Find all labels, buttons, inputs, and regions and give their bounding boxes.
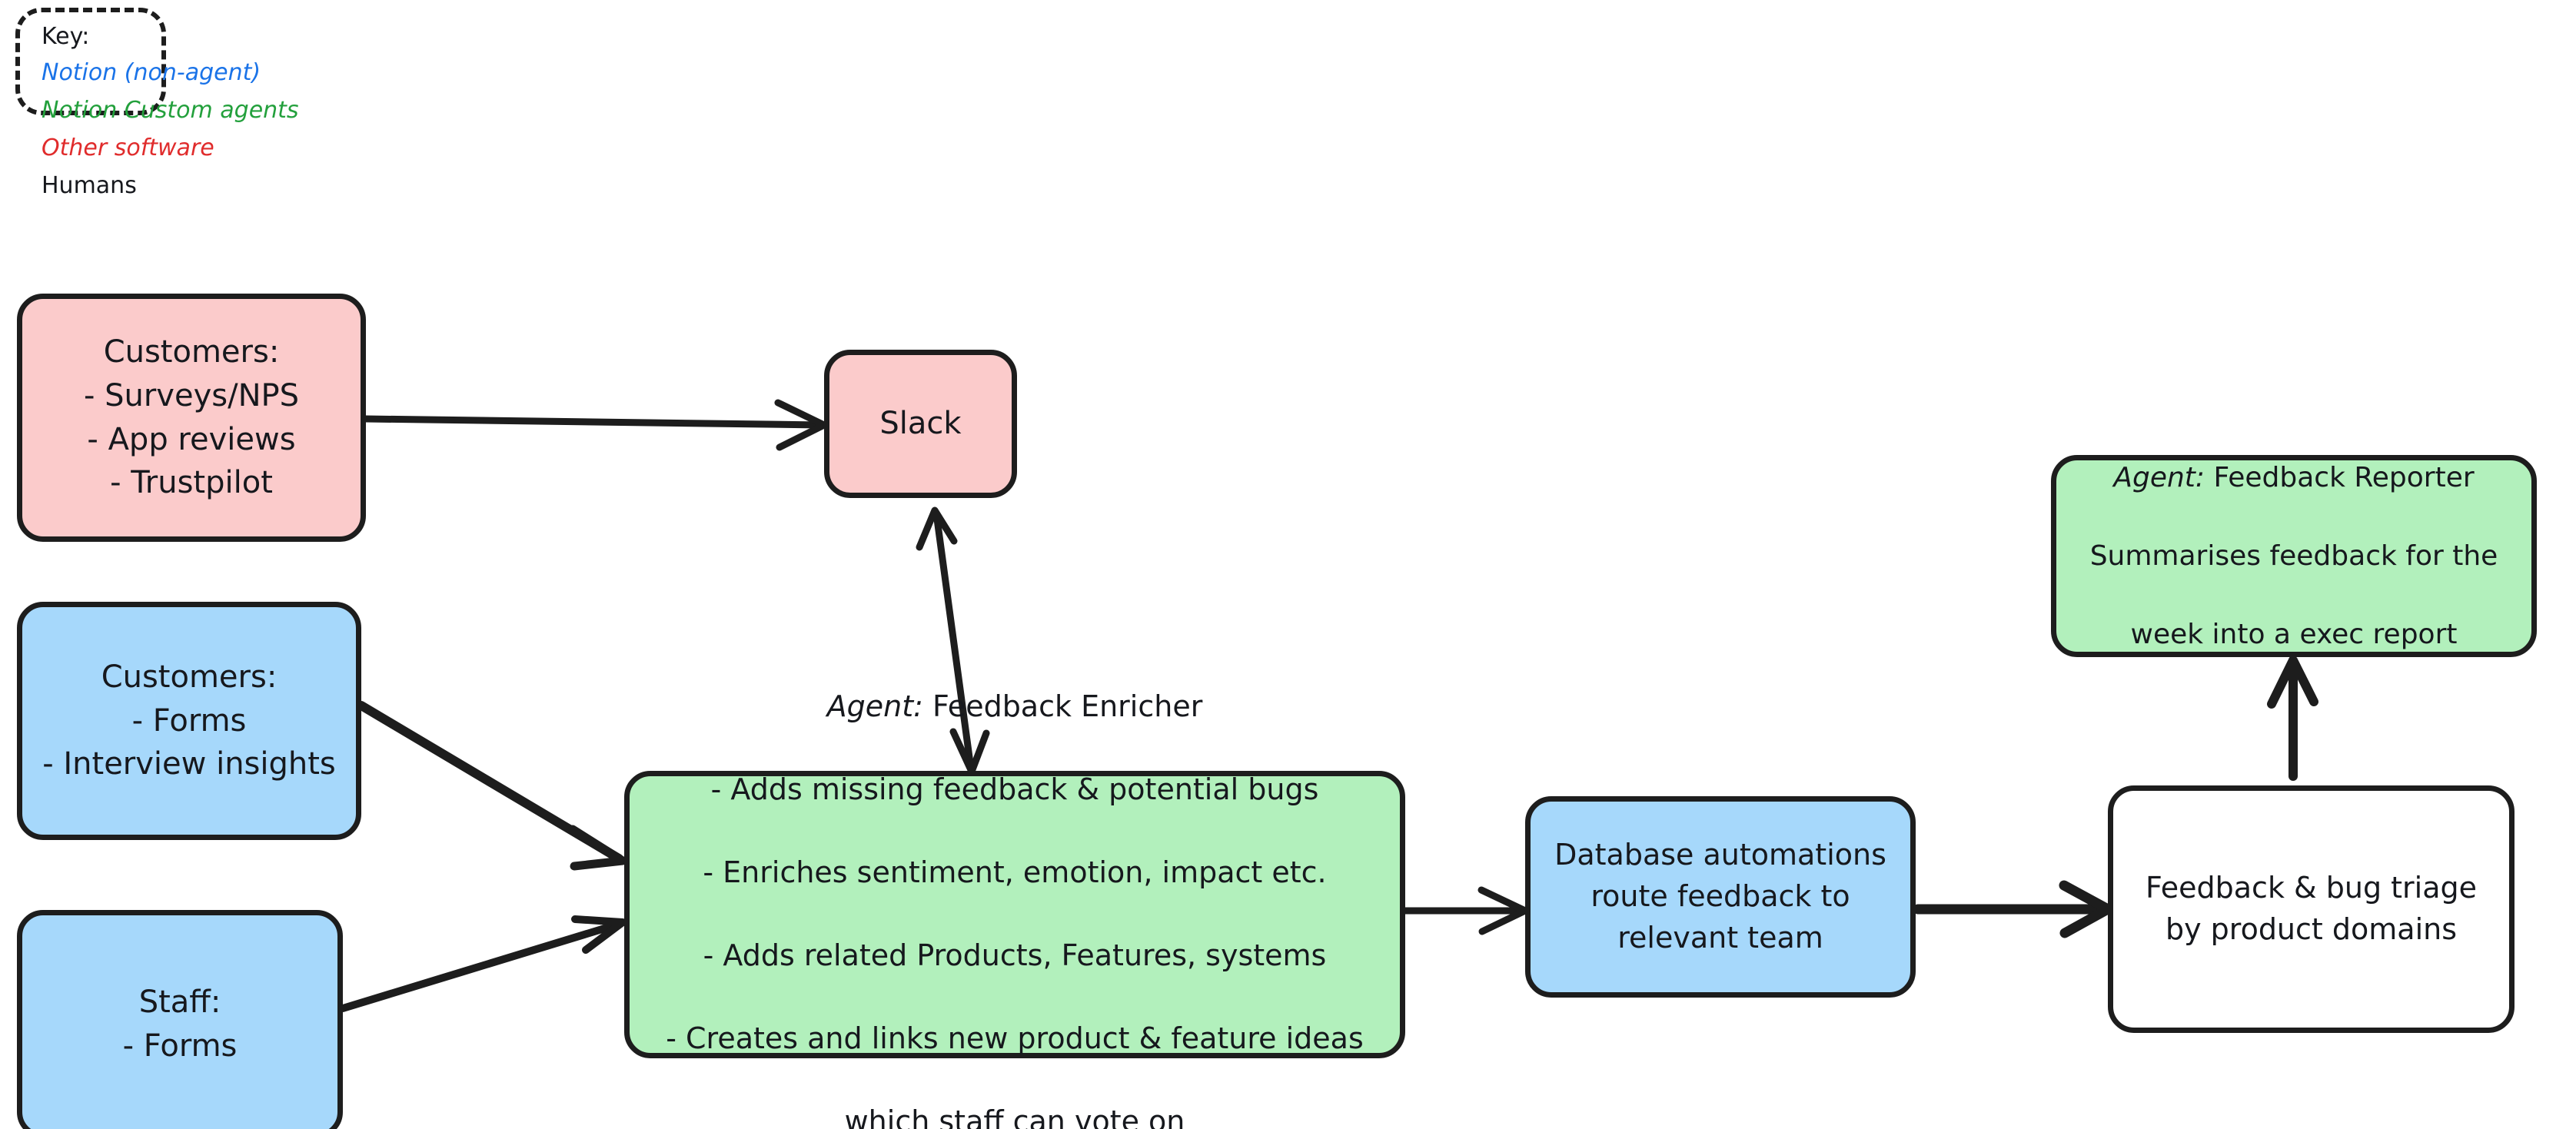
- node-feedback-enricher-body: Agent: Feedback Enricher - Adds missing …: [643, 645, 1386, 1129]
- node-feedback-enricher-line-5: which staff can vote on: [844, 1104, 1185, 1129]
- edge-customers-blue-to-enricher: [357, 701, 627, 871]
- node-feedback-reporter-agent[interactable]: Agent: Feedback Reporter Summarises feed…: [2051, 455, 2537, 657]
- agent-prefix: Agent:: [826, 689, 923, 724]
- node-feedback-bug-triage-label: Feedback & bug triage by product domains: [2145, 871, 2478, 946]
- node-staff-forms[interactable]: Staff: - Forms: [17, 910, 343, 1129]
- edge-staff-to-enricher: [339, 915, 627, 1012]
- agent-name: Feedback Reporter: [2205, 461, 2475, 493]
- node-customers-surveys-label: Customers: - Surveys/NPS - App reviews -…: [83, 334, 300, 501]
- node-feedback-reporter-line-2: week into a exec report: [2130, 619, 2458, 651]
- legend-title: Key:: [42, 23, 90, 50]
- legend-item-humans: Humans: [42, 172, 137, 199]
- edge-enricher-to-database: [1401, 886, 1529, 935]
- node-customers-forms[interactable]: Customers: - Forms - Interview insights: [17, 602, 361, 840]
- node-feedback-reporter-line-1: Summarises feedback for the: [2089, 540, 2498, 572]
- legend-item-other-software: Other software: [42, 134, 214, 161]
- node-customers-surveys[interactable]: Customers: - Surveys/NPS - App reviews -…: [17, 294, 366, 542]
- node-feedback-enricher-agent[interactable]: Agent: Feedback Enricher - Adds missing …: [624, 689, 1405, 1129]
- node-feedback-enricher-title-line: Agent: Feedback Enricher: [643, 686, 1386, 728]
- node-feedback-enricher-line-4: - Creates and links new product & featur…: [666, 1021, 1364, 1055]
- node-slack-label: Slack: [879, 406, 962, 442]
- node-customers-forms-label: Customers: - Forms - Interview insights: [42, 659, 336, 782]
- node-feedback-bug-triage[interactable]: Feedback & bug triage by product domains: [2108, 785, 2515, 1033]
- node-staff-forms-label: Staff: - Forms: [122, 984, 238, 1064]
- legend-item-notion-non-agent: Notion (non-agent): [42, 59, 261, 86]
- node-database-automations-label: Database automations route feedback to r…: [1554, 838, 1886, 955]
- legend-item-notion-custom-agents: Notion Custom agents: [42, 97, 299, 124]
- agent-prefix: Agent:: [2113, 461, 2205, 493]
- node-feedback-enricher-line-3: - Adds related Products, Features, syste…: [703, 938, 1327, 972]
- agent-name: Feedback Enricher: [922, 689, 1203, 724]
- edge-customers-to-slack: [362, 399, 828, 451]
- node-slack[interactable]: Slack: [824, 350, 1017, 498]
- legend-key: Key: Notion (non-agent) Notion Custom ag…: [15, 8, 299, 199]
- node-feedback-reporter-title-line: Agent: Feedback Reporter: [2070, 458, 2518, 497]
- node-feedback-enricher-line-2: - Enriches sentiment, emotion, impact et…: [703, 855, 1327, 890]
- edge-database-to-triage: [1913, 880, 2113, 938]
- node-database-automations[interactable]: Database automations route feedback to r…: [1525, 796, 1916, 998]
- node-feedback-enricher-line-1: - Adds missing feedback & potential bugs: [710, 772, 1319, 807]
- node-feedback-reporter-body: Agent: Feedback Reporter Summarises feed…: [2070, 419, 2518, 694]
